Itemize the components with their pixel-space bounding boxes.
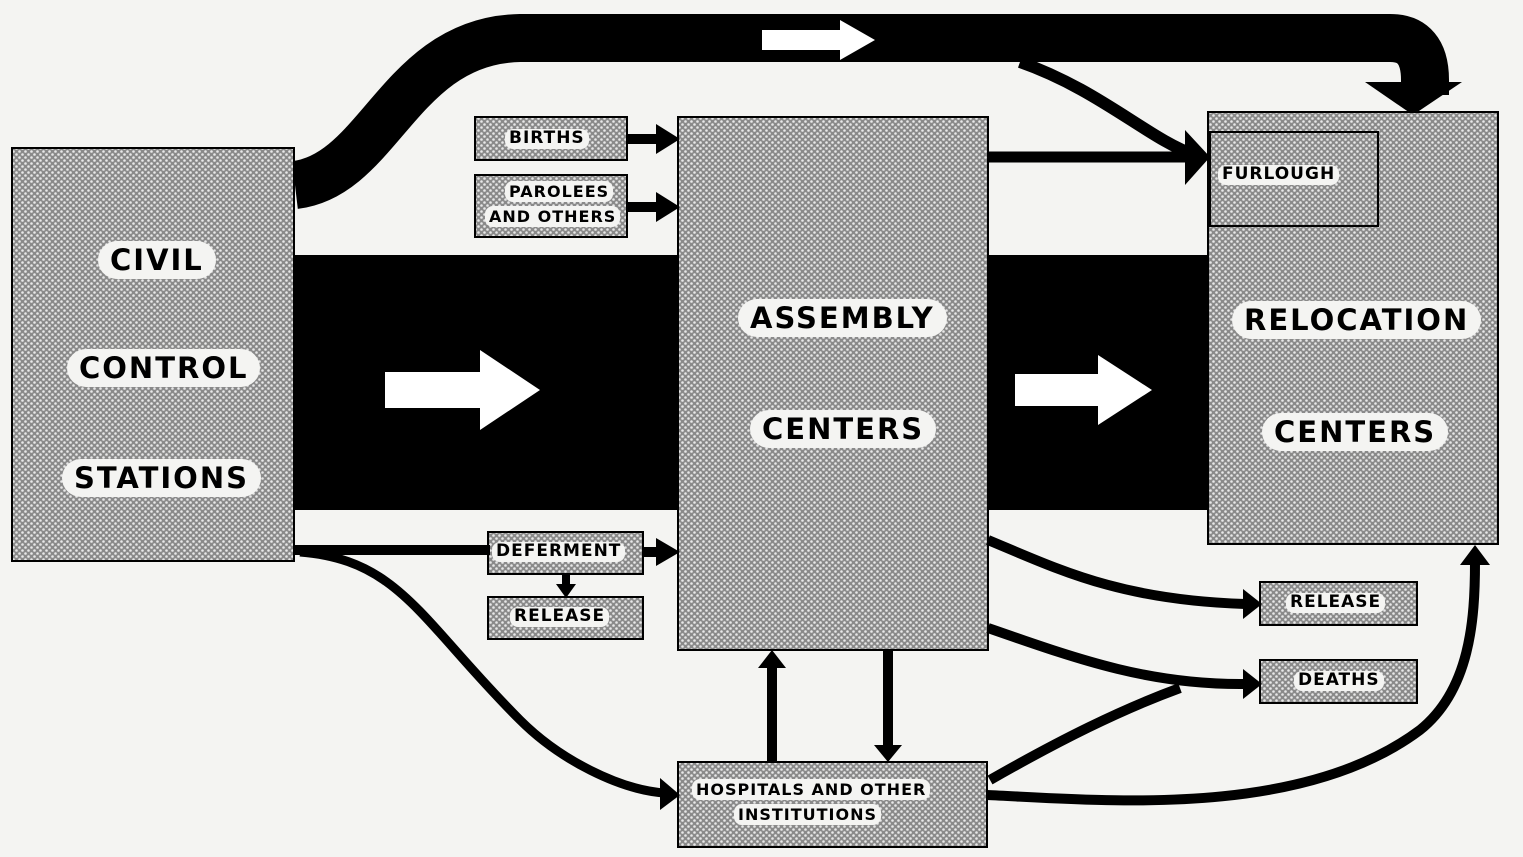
hospitals-relocation-arrowhead	[1460, 545, 1490, 565]
assembly-centers-box	[677, 116, 989, 651]
assembly-hospitals-arrowhead	[874, 745, 902, 762]
furlough-label: FURLOUGH	[1218, 165, 1340, 185]
civil-to-hospitals-path	[299, 547, 666, 798]
deferment-label: DEFERMENT	[492, 542, 626, 562]
deaths-arrowhead	[1243, 669, 1262, 699]
direct-flow-path	[290, 13, 1449, 209]
assembly-label-2: CENTERS	[750, 410, 937, 449]
hospitals-label-2: INSTITUTIONS	[734, 804, 882, 826]
direct-flow-white-arrow	[762, 20, 875, 60]
parolees-label-1: PAROLEES	[505, 181, 614, 203]
furlough-box	[1209, 131, 1379, 227]
band-white-arrow-right	[1015, 355, 1152, 425]
civil-label-1: CIVIL	[98, 241, 216, 280]
relocation-label-1: RELOCATION	[1232, 301, 1482, 340]
hospitals-to-deaths-path	[987, 683, 1182, 785]
release-right-arrowhead	[1243, 589, 1262, 619]
civil-hospitals-arrowhead	[660, 778, 680, 810]
births-label: BIRTHS	[505, 129, 589, 149]
deaths-label: DEATHS	[1294, 671, 1384, 691]
band-white-arrow-left	[385, 350, 540, 430]
furlough-branch-path	[1018, 56, 1198, 161]
hospitals-assembly-arrowhead	[758, 650, 786, 668]
deferment-release-arrowhead	[556, 584, 576, 598]
deferment-arrowhead	[656, 538, 680, 566]
furlough-arrowhead	[1185, 130, 1210, 185]
assembly-label-1: ASSEMBLY	[738, 299, 947, 338]
civil-label-3: STATIONS	[62, 459, 261, 498]
parolees-label-2: AND OTHERS	[485, 206, 621, 228]
births-arrowhead	[656, 124, 680, 154]
release-right-label: RELEASE	[1286, 593, 1386, 613]
direct-flow-arrowhead	[1365, 82, 1462, 115]
hospitals-to-relocation-path	[986, 561, 1480, 806]
parolees-arrowhead	[656, 192, 680, 222]
assembly-to-release-path	[986, 535, 1246, 609]
assembly-to-deaths-path	[986, 623, 1246, 690]
release-left-label: RELEASE	[510, 607, 610, 627]
civil-label-2: CONTROL	[67, 349, 261, 388]
relocation-label-2: CENTERS	[1262, 413, 1449, 452]
hospitals-label-1: HOSPITALS AND OTHER	[692, 779, 931, 801]
